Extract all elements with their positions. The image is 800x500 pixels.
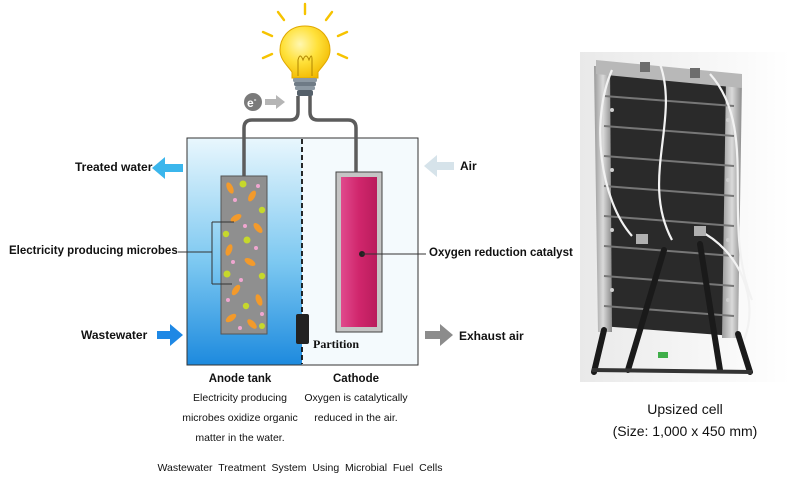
- anode-desc-line: Electricity producing: [193, 392, 287, 404]
- microbes-label: Electricity producing microbes: [9, 245, 178, 257]
- wires: [242, 96, 358, 176]
- cathode-description: Oxygen is catalytically reduced in the a…: [284, 388, 428, 428]
- treated-water-label: Treated water: [75, 160, 153, 174]
- cathode-desc-line: reduced in the air.: [314, 412, 398, 424]
- partition-label: Partition: [313, 337, 359, 351]
- electron-flow-arrow: [265, 95, 285, 109]
- exhaust-air-label: Exhaust air: [459, 329, 524, 343]
- anode-desc-line: matter in the water.: [195, 432, 285, 444]
- microbes-leader: [178, 221, 234, 285]
- wastewater-label: Wastewater: [81, 328, 148, 342]
- partition-block: [296, 314, 309, 344]
- leader-lines: [178, 221, 426, 285]
- treated-water-arrow: [152, 157, 183, 179]
- photo-caption-title: Upsized cell: [647, 401, 723, 417]
- cathode-wire: [308, 96, 358, 172]
- anode-desc-line: microbes oxidize organic: [182, 412, 298, 424]
- exhaust-air-arrow: [425, 324, 453, 346]
- anode-electrode: [220, 175, 268, 335]
- photo-caption: Upsized cell (Size: 1,000 x 450 mm): [585, 398, 785, 442]
- air-arrow: [424, 155, 454, 177]
- anode-wire: [242, 96, 300, 176]
- electron-icon: [244, 93, 262, 111]
- cathode-electrode: [335, 171, 383, 333]
- electron-label: e-: [247, 95, 257, 110]
- anode-title: Anode tank: [208, 373, 272, 385]
- anode-description: Electricity producing microbes oxidize o…: [160, 388, 320, 448]
- photo-caption-size: (Size: 1,000 x 450 mm): [612, 423, 758, 439]
- cathode-title: Cathode: [333, 373, 379, 385]
- upsized-cell-photo: [580, 52, 790, 382]
- diagram-caption: Wastewater Treatment System Using Microb…: [157, 462, 443, 474]
- wastewater-arrow: [157, 324, 183, 346]
- catalyst-label: Oxygen reduction catalyst: [429, 247, 573, 259]
- cathode-desc-line: Oxygen is catalytically: [304, 392, 408, 404]
- air-label: Air: [460, 159, 477, 173]
- light-bulb-icon: [261, 2, 349, 96]
